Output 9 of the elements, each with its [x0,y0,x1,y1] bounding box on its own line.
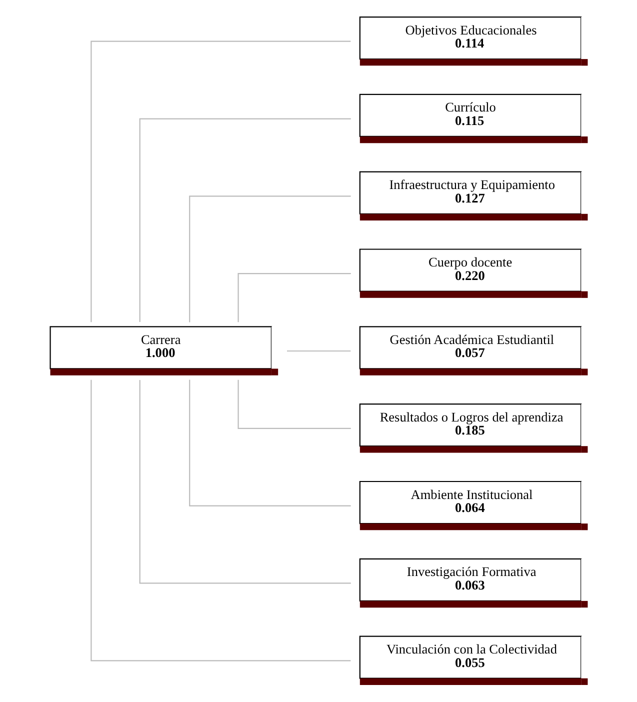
connector [90,40,350,322]
connector [286,350,350,352]
connector [188,196,350,322]
connector [237,273,350,322]
connector [138,380,350,584]
connector [237,380,350,429]
connector [90,380,350,662]
connector [188,380,350,506]
connector [138,118,350,322]
